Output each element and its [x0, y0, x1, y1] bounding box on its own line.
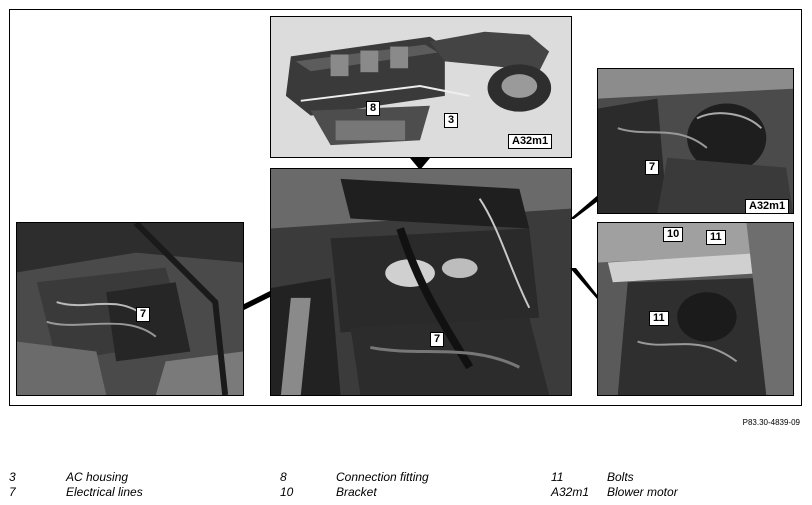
figure-reference: P83.30-4839-09 [742, 418, 800, 427]
callout-right-bottom-10: 10 [663, 227, 684, 242]
photo-right-top-drawing [598, 69, 793, 213]
photo-right-bottom-drawing [598, 223, 793, 395]
callout-right-bottom-11b: 11 [649, 311, 669, 326]
photo-right-blower [597, 68, 794, 214]
legend: 3 AC housing 7 Electrical lines 8 Connec… [0, 468, 812, 504]
callout-top-3: 3 [444, 113, 459, 128]
callout-right-bottom-11a: 11 [706, 230, 726, 245]
legend-num: 7 [9, 485, 16, 499]
callout-center-7: 7 [430, 332, 445, 347]
callout-top-a32m1: A32m1 [508, 134, 553, 149]
legend-num: 3 [9, 470, 16, 484]
pointer-left [244, 290, 272, 310]
pointer-right-top [570, 195, 598, 219]
legend-num: 11 [551, 470, 564, 484]
photo-center-dash [270, 168, 572, 396]
pointer-right-bottom [570, 268, 598, 300]
photo-ac-housing-drawing [271, 17, 571, 157]
legend-label: Bolts [607, 470, 634, 484]
photo-ac-housing [270, 16, 572, 158]
legend-label: AC housing [66, 470, 129, 484]
photo-center-drawing [271, 169, 571, 395]
legend-num: A32m1 [551, 485, 590, 499]
photo-left-electrical [16, 222, 244, 396]
callout-top-8: 8 [366, 101, 381, 116]
legend-num: 10 [280, 485, 294, 499]
photo-left-drawing [17, 223, 243, 395]
legend-label: Electrical lines [66, 485, 143, 499]
legend-label: Connection fitting [336, 470, 429, 484]
callout-left-7: 7 [136, 307, 151, 322]
pointer-top [410, 158, 430, 170]
callout-right-top-a32m1: A32m1 [745, 199, 790, 214]
legend-label: Blower motor [607, 485, 678, 499]
legend-num: 8 [280, 470, 287, 484]
legend-label: Bracket [336, 485, 377, 499]
callout-right-top-7: 7 [645, 160, 660, 175]
photo-right-bracket [597, 222, 794, 396]
